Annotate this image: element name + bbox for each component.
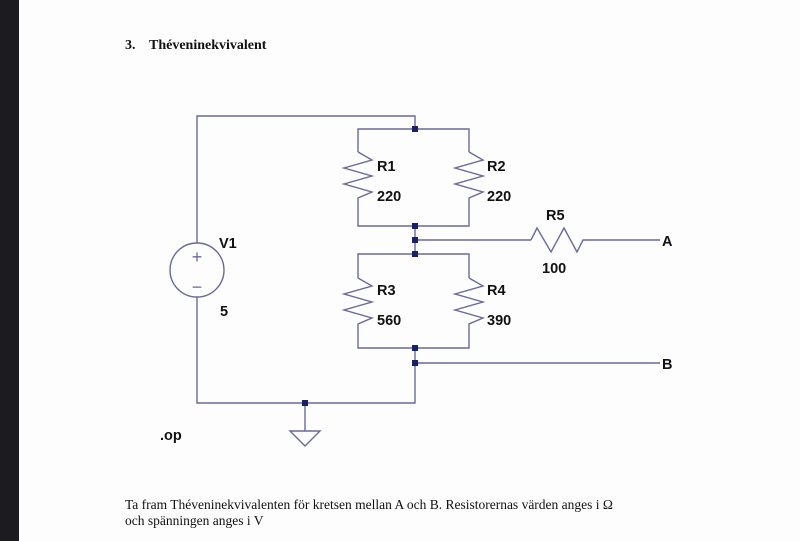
v1-plus-sign: + xyxy=(192,247,203,267)
wire-lower-box-bottom xyxy=(357,326,470,349)
r1-value-label: 220 xyxy=(377,189,401,205)
r2-value-label: 220 xyxy=(487,189,511,205)
v1-name-label: V1 xyxy=(219,236,237,252)
v1-value-label: 5 xyxy=(220,304,228,320)
junction-dot xyxy=(412,223,418,229)
wire-top xyxy=(196,115,416,243)
r5-value-label: 100 xyxy=(542,261,566,277)
r4-value-label: 390 xyxy=(487,313,511,329)
r2-resistor-symbol xyxy=(452,151,486,202)
problem-description: Ta fram Théveninekvivalenten för kretsen… xyxy=(125,497,725,529)
description-line-2: och spänningen anges i V xyxy=(125,513,264,528)
v1-source-symbol xyxy=(169,242,225,298)
r3-value-label: 560 xyxy=(377,313,401,329)
op-directive-label: .op xyxy=(160,428,182,444)
dark-window-edge xyxy=(0,0,19,541)
ground-icon xyxy=(288,430,322,447)
v1-minus-sign: − xyxy=(192,277,203,297)
v1-voltage-source: + − xyxy=(169,242,225,298)
junction-dot xyxy=(412,237,418,243)
r1-name-label: R1 xyxy=(377,159,396,175)
r4-resistor-symbol xyxy=(452,277,486,326)
wires xyxy=(196,115,660,431)
junction-dot xyxy=(412,345,418,351)
problem-heading: 3. Théveninekvivalent xyxy=(125,38,266,54)
wire-lower-box xyxy=(357,253,470,278)
r5-resistor-symbol xyxy=(530,226,587,254)
r1-resistor-symbol xyxy=(341,151,375,202)
r3-name-label: R3 xyxy=(377,283,396,299)
problem-number: 3. xyxy=(125,38,136,53)
terminal-b-label: B xyxy=(662,357,672,373)
junction-dot xyxy=(412,126,418,132)
problem-title: Théveninekvivalent xyxy=(149,38,267,53)
r5-name-label: R5 xyxy=(546,208,565,224)
junction-dot xyxy=(412,360,418,366)
r3-resistor-symbol xyxy=(341,277,375,326)
wire-upper-box-bottom xyxy=(357,202,470,227)
terminal-a-label: A xyxy=(662,234,673,250)
junction-dot xyxy=(302,400,308,406)
r2-name-label: R2 xyxy=(487,159,506,175)
wire-upper-box xyxy=(357,128,470,152)
r4-name-label: R4 xyxy=(487,283,506,299)
junction-dot xyxy=(412,251,418,257)
description-line-1: Ta fram Théveninekvivalenten för kretsen… xyxy=(125,497,613,512)
